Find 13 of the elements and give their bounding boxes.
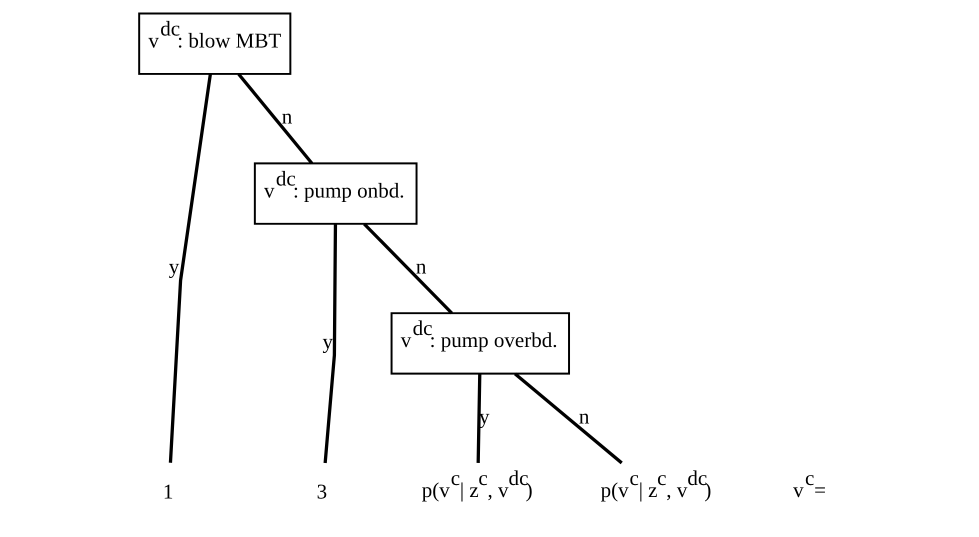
edge-label: n	[578, 404, 590, 428]
edge-label: y	[322, 329, 334, 354]
connector	[324, 224, 338, 464]
edge-label: n	[282, 104, 292, 129]
connector	[363, 222, 453, 314]
connector	[476, 374, 482, 463]
connector	[514, 372, 623, 464]
connector	[168, 74, 212, 463]
edge-label: n	[416, 254, 426, 278]
connector	[237, 73, 314, 164]
node-text: 3	[316, 479, 328, 504]
node-text: 1	[162, 479, 174, 504]
edge-label: y	[168, 254, 180, 278]
